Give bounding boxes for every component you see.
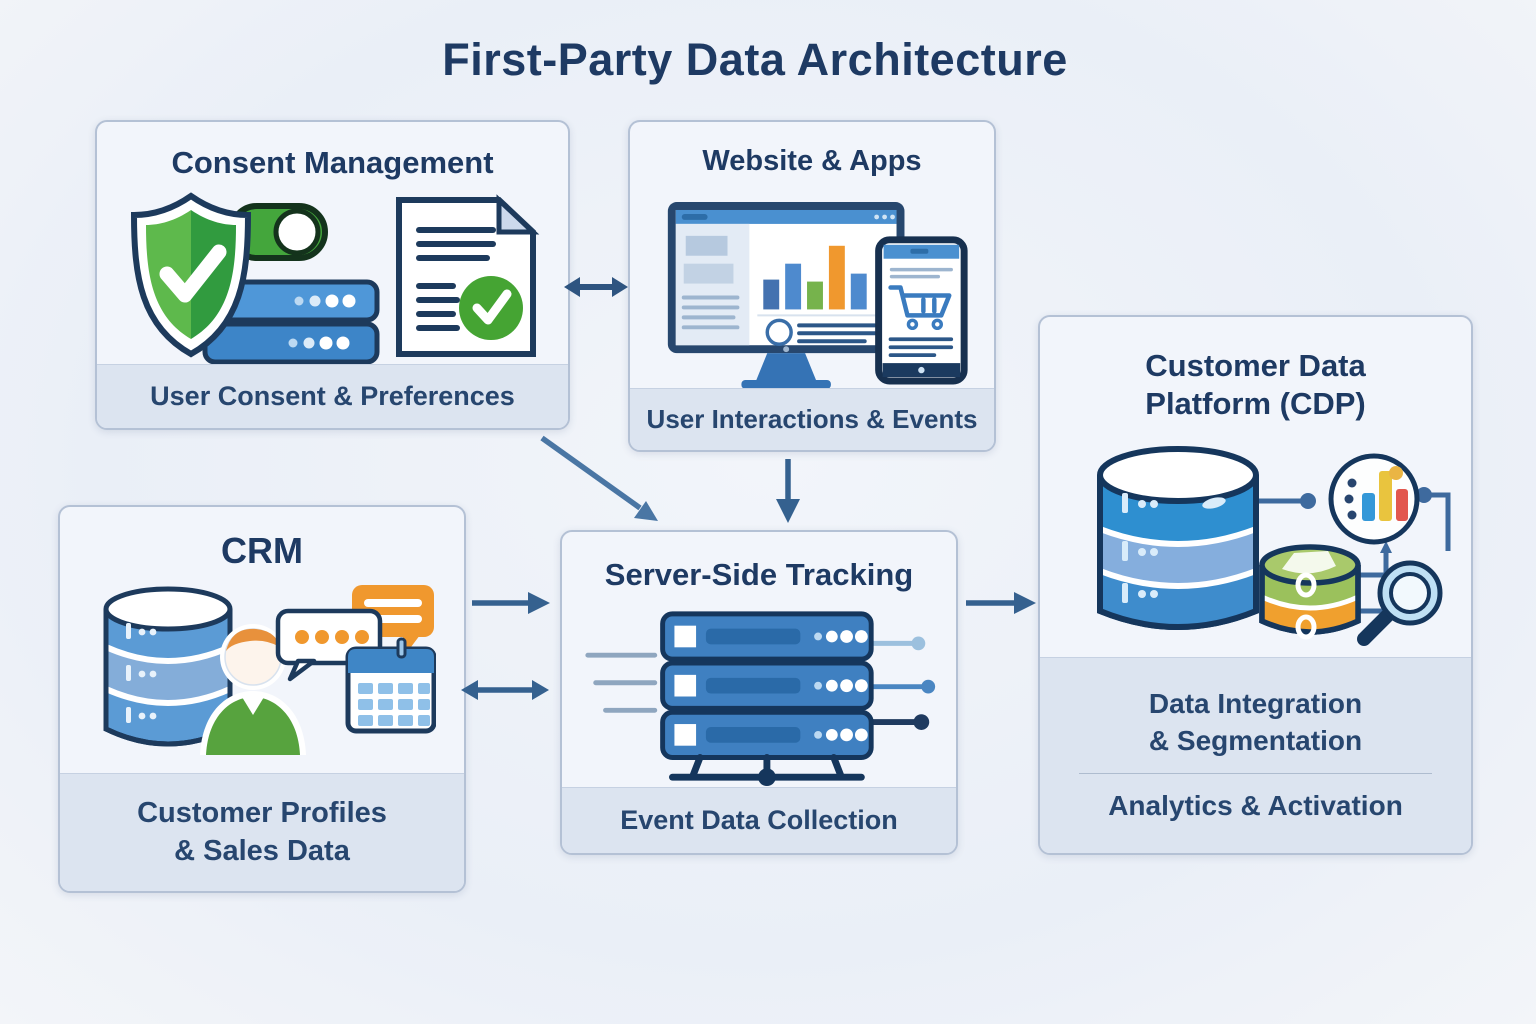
- segments-database-icon: [1259, 544, 1361, 640]
- arrow-consent-to-server-diagonal: [540, 435, 658, 521]
- customer-data-platform-icons: [1056, 445, 1460, 657]
- cdp-caption-divider: [1078, 773, 1433, 775]
- consent-management-icons: [127, 190, 547, 366]
- consent-document-icon: [396, 194, 540, 357]
- arrow-server-to-cdp-right: [966, 592, 1036, 614]
- chat-bubbles-icon: [275, 585, 434, 682]
- arrow-consent-to-website-bidirectional: [564, 277, 628, 297]
- desktop-analytics-icon: [667, 202, 905, 389]
- arrow-website-to-server-down: [776, 459, 800, 523]
- server-stack-icon: [202, 279, 380, 365]
- consent-management-caption: User Consent & Preferences: [97, 364, 568, 428]
- server-side-tracking-caption: Event Data Collection: [562, 787, 956, 853]
- server-side-tracking-node: Server-Side Tracking: [560, 530, 958, 855]
- magnifier-icon: [1357, 560, 1443, 646]
- mobile-shopping-cart-icon: [875, 236, 968, 385]
- arrow-crm-to-server-right: [472, 592, 550, 614]
- server-side-tracking-icons: [582, 606, 940, 788]
- customer-data-platform-title: Customer Data Platform (CDP): [1145, 348, 1366, 421]
- website-apps-title: Website & Apps: [702, 145, 922, 177]
- consent-management-title: Consent Management: [171, 145, 494, 180]
- database-icon: [103, 586, 233, 747]
- customer-data-platform-caption: Data Integration & Segmentation Analytic…: [1040, 657, 1471, 853]
- page-title: First-Party Data Architecture: [442, 34, 1068, 85]
- website-apps-caption: User Interactions & Events: [630, 388, 994, 450]
- shield-check-icon: [130, 192, 252, 358]
- database-stack-icon: [1097, 446, 1259, 630]
- arrow-crm-to-server-bidirectional: [461, 680, 549, 700]
- customer-data-platform-node: Customer Data Platform (CDP): [1038, 315, 1473, 855]
- calendar-icon: [345, 637, 436, 734]
- crm-title: CRM: [221, 530, 303, 571]
- crm-node: CRM: [58, 505, 466, 893]
- website-apps-node: Website & Apps: [628, 120, 996, 452]
- crm-icons: [96, 583, 436, 773]
- toggle-on-icon: [228, 203, 328, 261]
- server-rack-icon: [585, 611, 936, 787]
- analytics-chart-icon: [1328, 453, 1420, 545]
- crm-caption: Customer Profiles & Sales Data: [60, 773, 464, 891]
- server-side-tracking-title: Server-Side Tracking: [604, 557, 914, 592]
- website-apps-icons: [640, 194, 988, 398]
- consent-management-node: Consent Management: [95, 120, 570, 430]
